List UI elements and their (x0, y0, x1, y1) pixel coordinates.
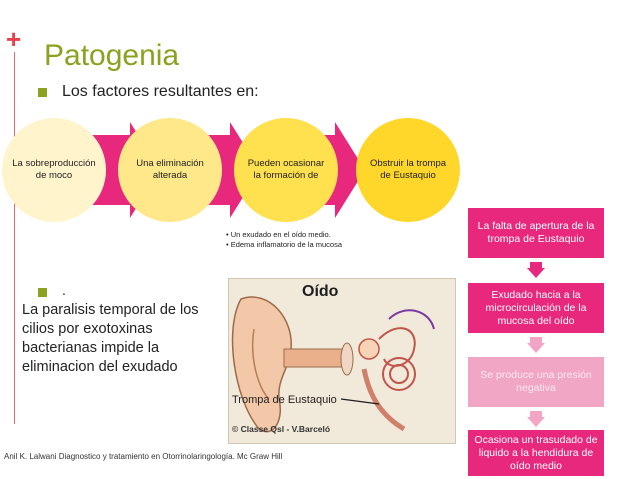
bullet-text-empty: . (62, 282, 66, 298)
process-note-1: • Un exudado en el oído medio. (226, 230, 331, 239)
image-copyright: © Classe Qsl - V.Barceló (232, 424, 331, 434)
ear-illustration (228, 278, 456, 444)
chevron-down-icon (527, 337, 545, 353)
chevron-down-icon (527, 411, 545, 427)
process-step-3: Pueden ocasionar la formación de (234, 118, 338, 222)
plus-icon: + (6, 24, 22, 54)
bullet-icon (38, 88, 47, 97)
bullet-text-factors: Los factores resultantes en: (62, 83, 259, 100)
process-step-1-label: La sobreproducción de moco (12, 158, 96, 181)
eustachian-tube-label: Trompa de Eustaquio (232, 394, 337, 406)
process-notes: • Un exudado en el oído medio. • Edema i… (226, 230, 346, 249)
process-step-4: Obstruir la trompa de Eustaquio (356, 118, 460, 222)
process-note-2: • Edema inflamatorio de la mucosa (226, 239, 343, 249)
reference-citation: Anil K. Lalwani Diagnostico y tratamient… (4, 452, 283, 461)
flow-box-1-text: La falta de apertura de la trompa de Eus… (477, 220, 595, 245)
ear-title: Oído (302, 283, 339, 300)
flow-box-3: Se produce una presión negativa (468, 357, 604, 407)
ear-drawing (231, 296, 435, 433)
process-step-2: Una eliminación alterada (118, 118, 222, 222)
flow-box-2: Exudado hacia a la microcirculación de l… (468, 283, 604, 333)
flow-box-4-text: Ocasiona un trasudado de liquido a la he… (474, 433, 598, 472)
slide-title: Patogenia (44, 39, 180, 72)
flow-box-3-text: Se produce una presión negativa (480, 369, 592, 394)
process-step-1: La sobreproducción de moco (2, 118, 106, 222)
chevron-down-icon (527, 262, 545, 278)
process-step-3-label: Pueden ocasionar la formación de (247, 158, 325, 181)
process-step-4-label: Obstruir la trompa de Eustaquio (369, 158, 447, 181)
paralysis-paragraph: La paralisis temporal de los cilios por … (22, 302, 199, 375)
bullet-icon (38, 288, 47, 297)
flow-box-4: Ocasiona un trasudado de liquido a la he… (468, 430, 604, 476)
accent-line (14, 52, 15, 424)
flow-box-1: La falta de apertura de la trompa de Eus… (468, 208, 604, 258)
process-step-2-label: Una eliminación alterada (136, 158, 204, 181)
flow-box-2-text: Exudado hacia a la microcirculación de l… (485, 288, 587, 327)
